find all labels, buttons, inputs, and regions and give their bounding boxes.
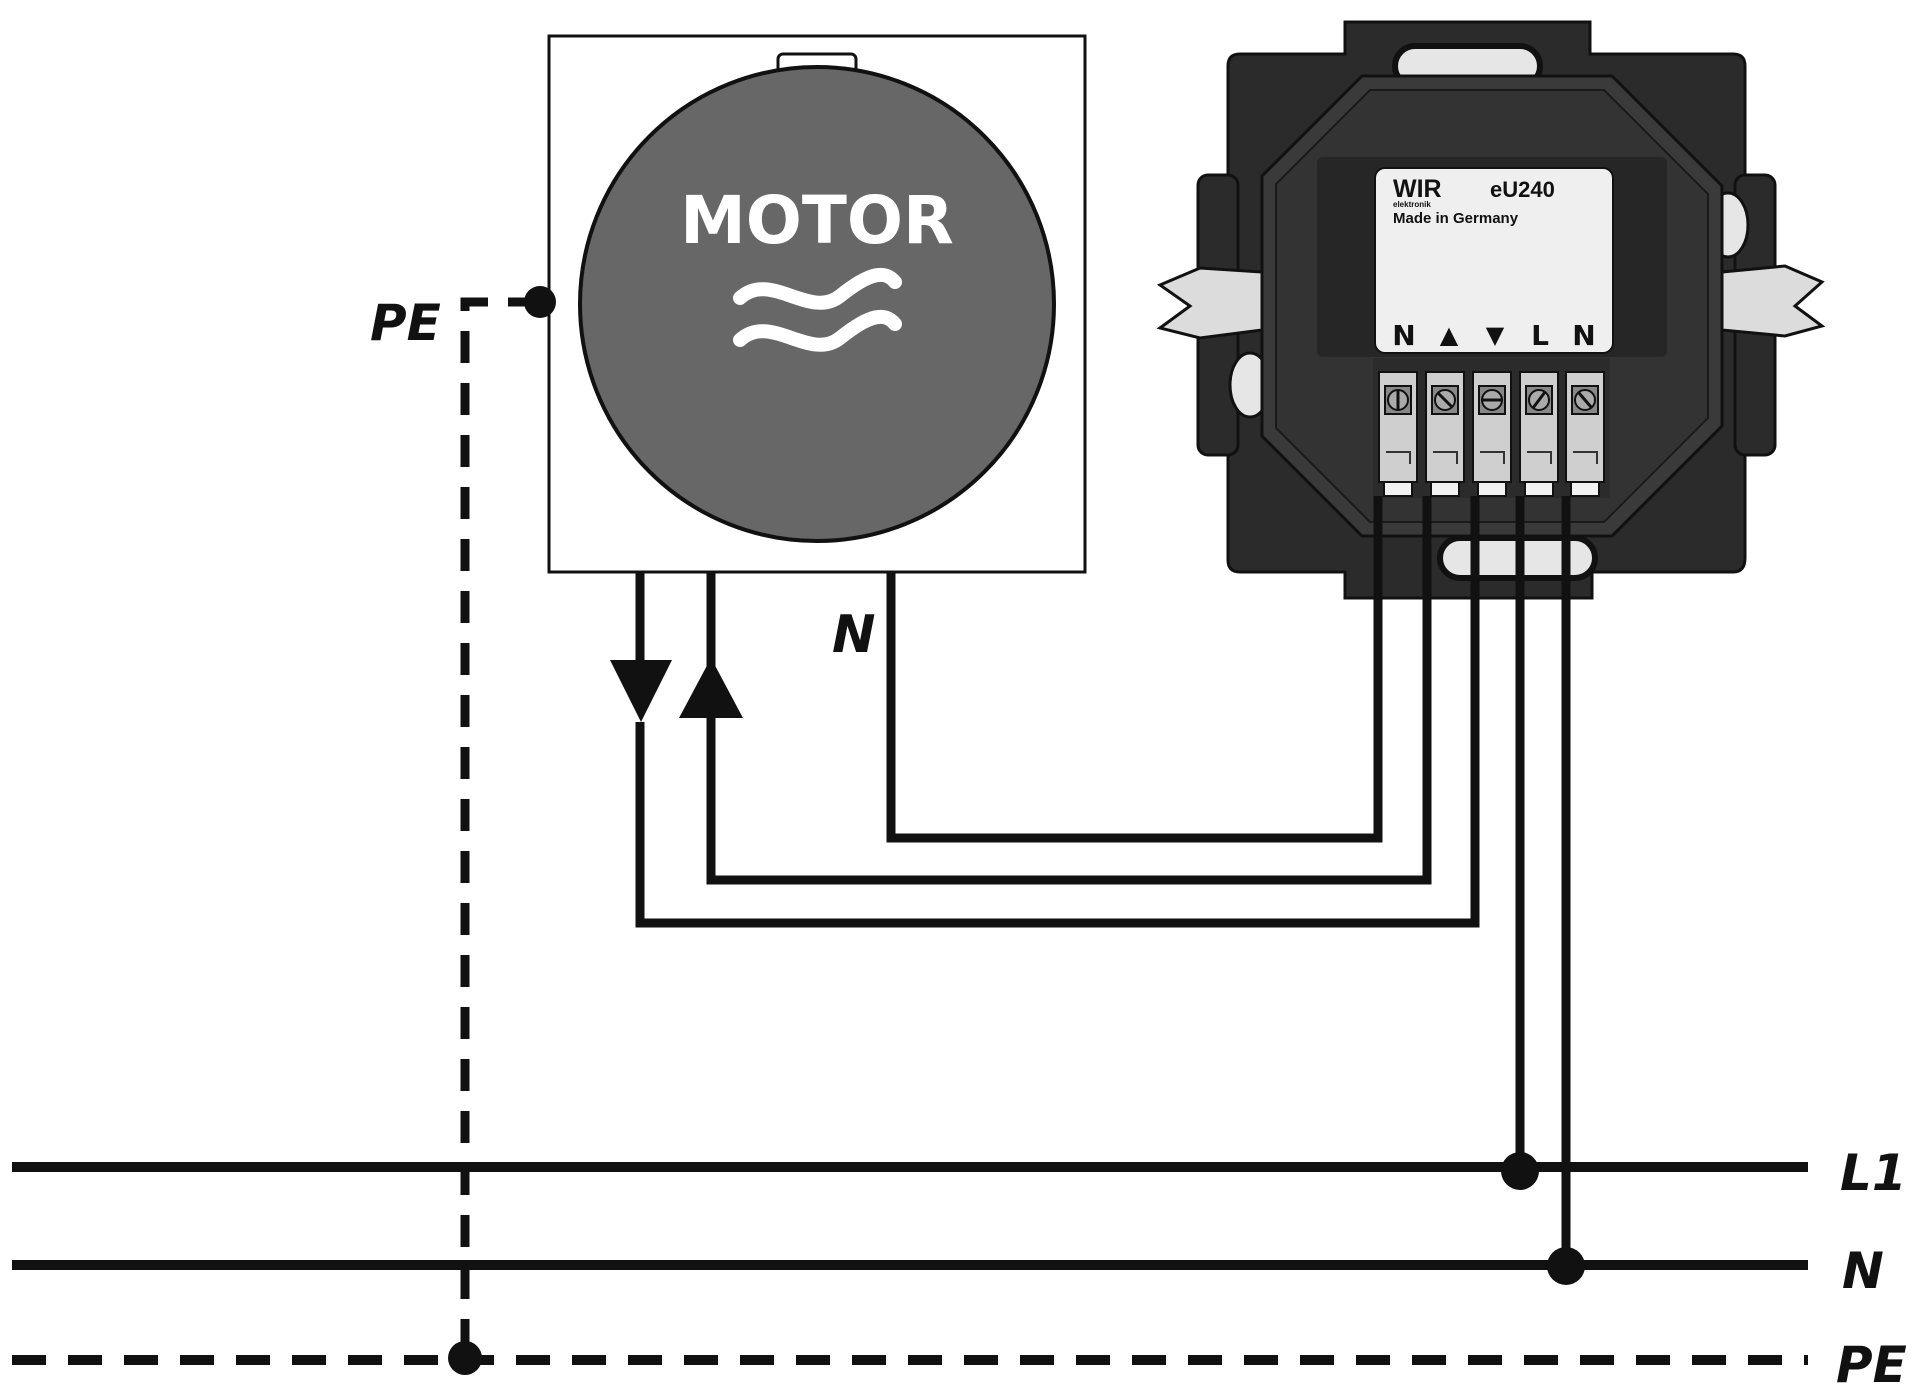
up-arrow-text: ▲: [711, 698, 713, 701]
brand-logo: WIR: [1393, 175, 1442, 203]
pe-motor-label: PE: [370, 294, 441, 352]
terminal-3: [1472, 371, 1512, 483]
terminal-screws: [1378, 371, 1605, 483]
terminal-5: [1565, 371, 1605, 483]
rail-label-l1: L1: [1840, 1144, 1907, 1202]
terminal-label-5: N: [1572, 319, 1595, 352]
pe-terminal-dot: [524, 286, 556, 318]
terminal-label-1: N: [1392, 319, 1415, 352]
terminal-label-4: L: [1531, 319, 1549, 352]
pe-wire: [460, 297, 540, 1358]
l1-junction-dot: [1501, 1152, 1539, 1190]
direction-arrows: ▼ ▲: [610, 658, 743, 722]
terminal-wire-ends: [1373, 496, 1571, 610]
wire-n-motor: [886, 480, 1383, 843]
down-arrow-text: ▼: [641, 698, 643, 701]
motor: MOTOR ≈ N: [524, 34, 1087, 668]
ac-symbol-icon: [733, 267, 902, 352]
n-junction-dot: [1547, 1247, 1585, 1285]
rail-label-n: N: [1842, 1242, 1884, 1300]
terminal-1: [1378, 371, 1418, 483]
motor-title: MOTOR: [680, 182, 954, 259]
wire-down: [635, 480, 1480, 928]
rail-label-pe: PE: [1836, 1336, 1907, 1388]
wire-up: [706, 480, 1432, 885]
pe-junction-dot: [448, 1341, 482, 1375]
pe-connection: PE: [370, 294, 540, 1375]
down-arrow-icon: [610, 660, 672, 722]
terminal-4: [1519, 371, 1559, 483]
brand-sub: elektronik: [1393, 200, 1431, 209]
made-in-label: Made in Germany: [1393, 210, 1519, 227]
terminal-label-2: ▲: [1440, 321, 1459, 349]
model-label: eU240: [1490, 177, 1555, 202]
right-claw: [1720, 264, 1826, 338]
terminal-2: [1425, 371, 1465, 483]
terminal-label-3: ▼: [1486, 321, 1505, 349]
device-label: [1374, 167, 1614, 354]
up-arrow-icon: [679, 658, 743, 718]
device-eu240: WIR elektronik eU240 Made in Germany N ▲…: [1156, 20, 1826, 600]
terminal-entries: [1383, 481, 1600, 497]
left-claw: [1156, 266, 1264, 340]
supply-rails: L1 N PE: [12, 1144, 1907, 1388]
motor-n-label: N: [832, 605, 876, 665]
